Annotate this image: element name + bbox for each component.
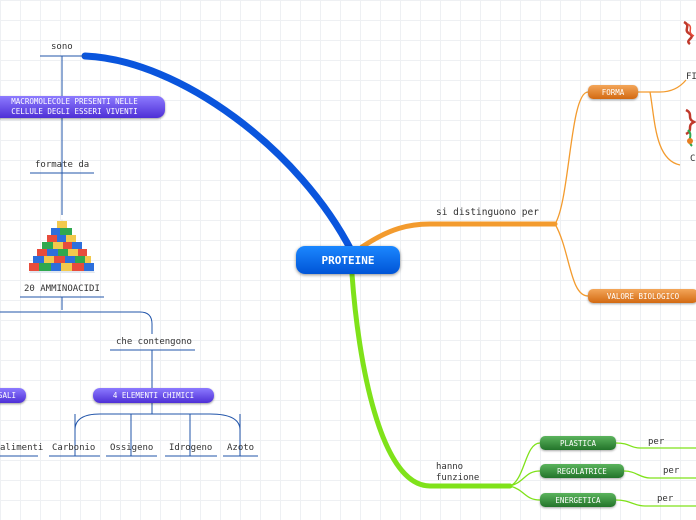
- node-plastica[interactable]: PLASTICA: [540, 436, 616, 450]
- label-per-energetica: per: [657, 494, 674, 504]
- lego-pyramid-image: [29, 219, 95, 273]
- label-ossigeno: Ossigeno: [110, 443, 154, 453]
- protein-structure-image-2: [685, 108, 696, 147]
- label-alimenti: alimenti: [0, 443, 44, 453]
- label-hanno-funzione: hanno funzione: [436, 462, 480, 483]
- label-c: C: [690, 154, 696, 164]
- label-per-regolatrice: per: [663, 466, 680, 476]
- label-si-distinguono-per: si distinguono per: [436, 207, 539, 218]
- node-regolatrice[interactable]: REGOLATRICE: [540, 464, 624, 478]
- node-forma[interactable]: FORMA: [588, 85, 638, 99]
- protein-structure-image-1: [683, 20, 695, 46]
- node-macromolecole[interactable]: MACROMOLECOLE PRESENTI NELLE CELLULE DEG…: [0, 96, 165, 118]
- label-che-contengono: che contengono: [116, 337, 192, 347]
- node-sali[interactable]: SALI: [0, 388, 26, 403]
- label-carbonio: Carbonio: [52, 443, 96, 453]
- label-fi: FI: [686, 72, 696, 82]
- root-node-proteine[interactable]: PROTEINE: [296, 246, 400, 274]
- label-per-plastica: per: [648, 437, 665, 447]
- label-idrogeno: Idrogeno: [169, 443, 213, 453]
- label-20-amminoacidi: 20 AMMINOACIDI: [24, 284, 100, 294]
- node-energetica[interactable]: ENERGETICA: [540, 493, 616, 507]
- node-valore-biologico[interactable]: VALORE BIOLOGICO: [588, 289, 696, 303]
- label-sono: sono: [51, 42, 73, 52]
- node-4-elementi-chimici[interactable]: 4 ELEMENTI CHIMICI: [93, 388, 214, 403]
- label-formate-da: formate da: [35, 160, 90, 170]
- label-azoto: Azoto: [227, 443, 255, 453]
